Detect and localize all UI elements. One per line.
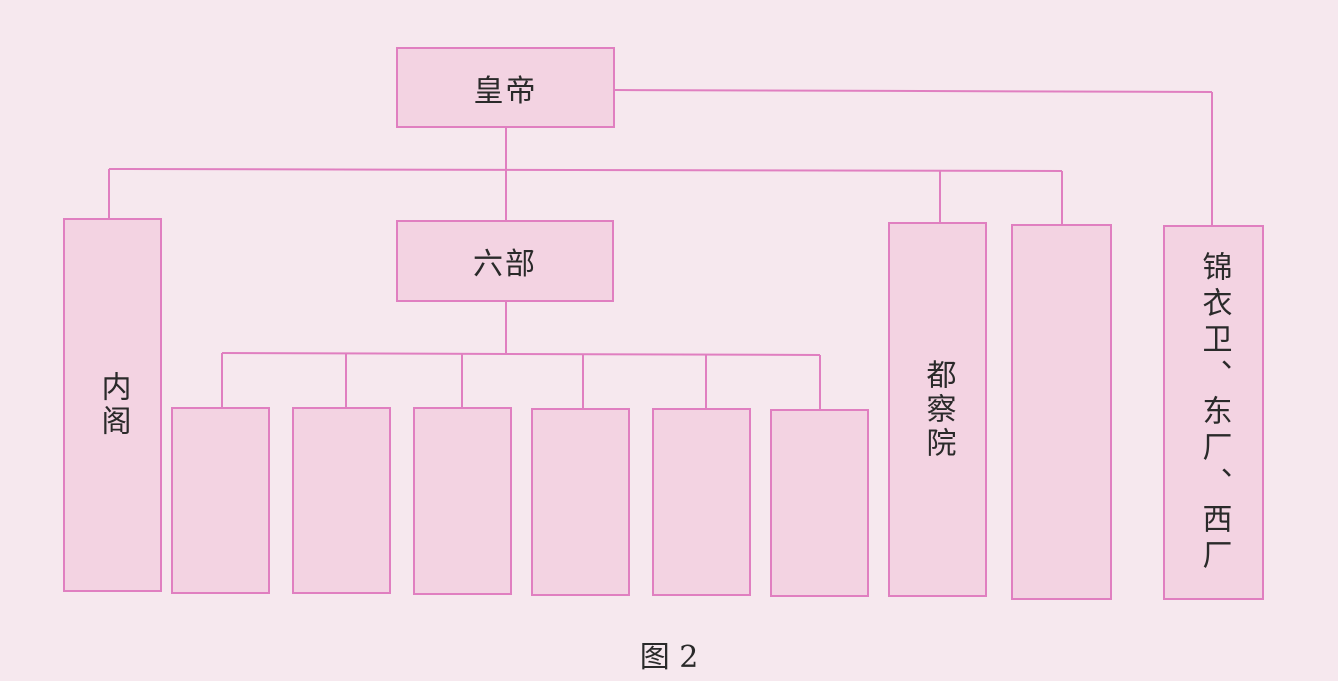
ministry-box-3 [413, 407, 512, 595]
ministry-box-2 [292, 407, 391, 594]
emperor-label: 皇帝 [473, 73, 538, 109]
ministry-box-4 [531, 408, 630, 596]
censorate-box: 都察院 [888, 222, 987, 597]
six-ministries-box: 六部 [396, 220, 614, 302]
ministry-box-6 [770, 409, 869, 597]
six-ministries-label: 六部 [473, 247, 537, 282]
emperor-box: 皇帝 [396, 47, 615, 128]
censorate-label: 都察院 [920, 358, 956, 461]
ministry-box-1 [171, 407, 270, 594]
unlabeled-box [1011, 224, 1112, 600]
line-ministries-bus [221, 352, 821, 356]
figure-caption: 图 2 [639, 640, 699, 675]
cabinet-label: 内阁 [95, 371, 131, 439]
secret-police-label: 锦衣卫、东厂、西厂 [1196, 250, 1232, 575]
line-emperor-right [614, 89, 1213, 93]
line-main-bus [108, 168, 1063, 172]
secret-police-box: 锦衣卫、东厂、西厂 [1163, 225, 1264, 600]
cabinet-box: 内阁 [63, 218, 162, 592]
ministry-box-5 [652, 408, 751, 596]
